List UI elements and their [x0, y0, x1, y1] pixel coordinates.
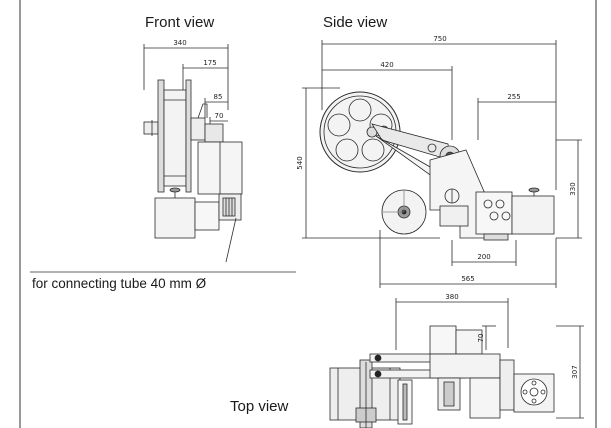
dim-front-70: 70 — [215, 112, 224, 120]
front-view-title: Front view — [145, 14, 215, 31]
dim-top-307: 307 — [571, 365, 579, 378]
dim-side-overall: 750 — [433, 35, 446, 43]
dim-side-330: 330 — [569, 182, 577, 195]
dim-side-565: 565 — [461, 275, 474, 283]
front-view-drawing — [143, 44, 243, 263]
tube-connection-caption: for connecting tube 40 mm Ø — [32, 276, 207, 291]
side-view-title: Side view — [323, 14, 388, 31]
dim-front-175: 175 — [203, 59, 216, 67]
top-view-title: Top view — [230, 398, 289, 415]
dim-side-height: 540 — [296, 156, 304, 169]
dim-front-85: 85 — [214, 93, 223, 101]
top-view-drawing — [329, 298, 584, 428]
dim-side-200: 200 — [477, 253, 490, 261]
dimension-labels: 340 175 85 70 750 420 255 540 330 200 56… — [173, 35, 579, 379]
side-view-drawing — [302, 40, 582, 288]
dim-front-overall: 340 — [173, 39, 186, 47]
dim-top-380: 380 — [445, 293, 458, 301]
dim-side-420: 420 — [380, 61, 393, 69]
dim-top-70: 70 — [477, 334, 485, 343]
dim-side-255: 255 — [507, 93, 520, 101]
